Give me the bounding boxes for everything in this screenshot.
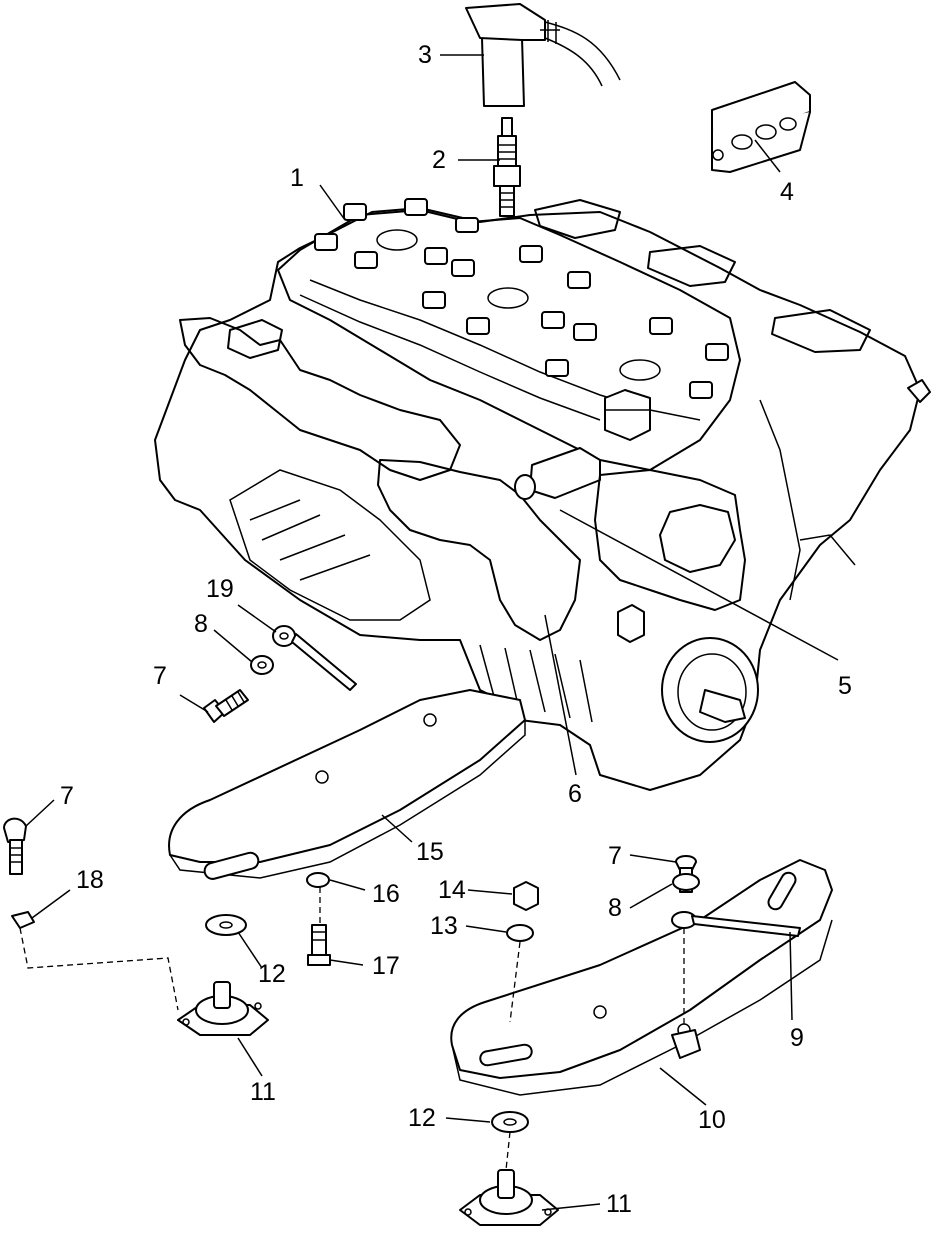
spark-plug-cap (465, 3, 621, 107)
washer-left (250, 655, 274, 675)
callout-1: 1 (290, 164, 304, 192)
wire-clip (711, 81, 811, 173)
callout-7-upper-bolt: 7 (60, 782, 74, 810)
callout-19: 19 (206, 575, 234, 603)
rubber-mount-left (177, 981, 269, 1036)
washer-12-left (205, 914, 247, 936)
head-bolts (314, 198, 729, 399)
assembly-lines (19, 887, 685, 1171)
washer-16 (306, 872, 330, 888)
bolt-left (203, 689, 249, 723)
callout-13: 13 (430, 912, 458, 940)
callout-16: 16 (372, 880, 400, 908)
callout-8-engine-washer: 8 (194, 610, 208, 638)
callout-15: 15 (416, 838, 444, 866)
callout-8-rear-washer: 8 (608, 894, 622, 922)
callout-17: 17 (372, 952, 400, 980)
callout-10: 10 (698, 1106, 726, 1134)
callout-9: 9 (790, 1024, 804, 1052)
rubber-mount-right (459, 1169, 559, 1226)
callout-12-right: 12 (408, 1104, 436, 1132)
lock-washer (11, 911, 35, 929)
callout-11-left: 11 (250, 1078, 276, 1106)
leader-lines (25, 54, 839, 1211)
callout-labels: 1 2 3 4 5 6 7 8 19 7 18 15 16 17 12 11 1… (60, 41, 852, 1218)
rear-mount-plate (450, 859, 833, 1096)
spark-plug (493, 117, 521, 217)
washer-13 (506, 924, 534, 942)
callout-3: 3 (418, 41, 432, 69)
callout-5: 5 (838, 672, 852, 700)
callout-2: 2 (432, 146, 446, 174)
washer-12-right (491, 1111, 529, 1133)
callout-6: 6 (568, 780, 582, 808)
callout-11-right: 11 (606, 1190, 632, 1218)
bolt-17 (307, 924, 331, 966)
bolt-upper-left (3, 817, 27, 875)
callout-7-engine-bolt: 7 (153, 662, 167, 690)
callout-4: 4 (780, 178, 794, 206)
callout-7-rear-bolt: 7 (608, 842, 622, 870)
callout-14: 14 (438, 876, 466, 904)
callout-12-left: 12 (258, 960, 286, 988)
callout-18: 18 (76, 866, 104, 894)
washer-right (672, 873, 700, 891)
ground-lug (272, 625, 357, 691)
nut-14 (513, 881, 539, 911)
engine-assembly (154, 198, 931, 791)
front-mount-plate (168, 689, 526, 880)
